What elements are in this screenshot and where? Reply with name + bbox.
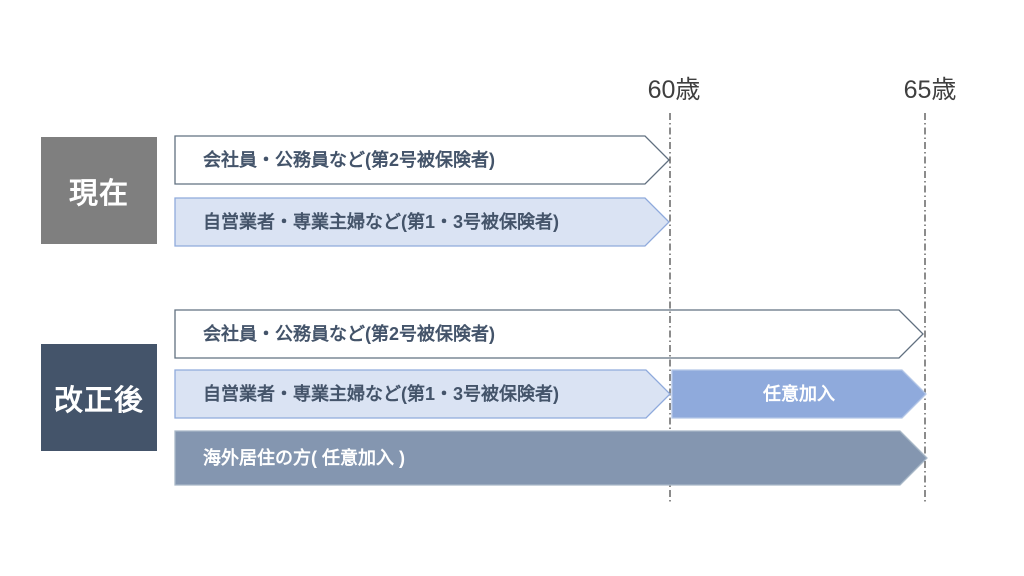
current-employee-label: 会社員・公務員など(第2号被保険者) [203,150,495,170]
current-selfemployed-arrow [174,197,670,247]
age-60-label: 60歳 [647,76,701,104]
section-label-revised: 改正後 [41,344,157,451]
revised-overseas-label: 海外居住の方( 任意加入 ) [203,448,405,468]
revised-selfemployed-arrow [174,369,671,419]
current-employee-arrow [174,135,670,185]
section-label-current: 現在 [41,137,157,244]
age-65-label: 65歳 [903,76,957,104]
revised-overseas-arrow [174,430,928,486]
current-selfemployed-label: 自営業者・専業主婦など(第1・3号被保険者) [203,212,560,232]
revised-voluntary-arrow [671,369,927,419]
revised-selfemployed-label: 自営業者・専業主婦など(第1・3号被保険者) [203,384,560,404]
revised-employee-arrow [174,309,924,359]
revised-voluntary-label: 任意加入 [763,384,835,404]
revised-employee-label: 会社員・公務員など(第2号被保険者) [203,324,495,344]
